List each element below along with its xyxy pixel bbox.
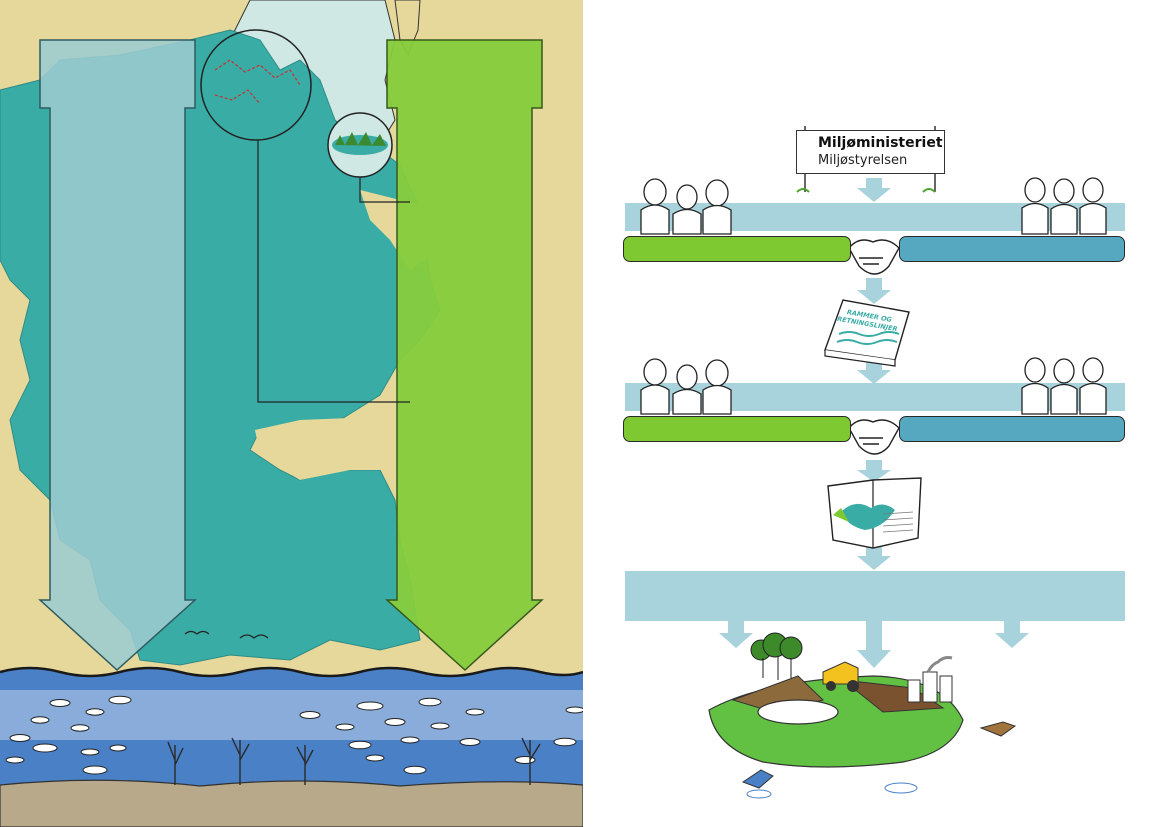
handshake-icon xyxy=(848,239,900,275)
governance-diagram: RAMMER OG RETNINGSLINJER xyxy=(583,0,1165,827)
agency-name: Miljøstyrelsen xyxy=(818,153,908,168)
sea-water xyxy=(0,668,583,790)
magnifier-stream xyxy=(200,29,312,141)
catchment-illustration xyxy=(0,0,583,827)
implementation-band xyxy=(625,571,1125,621)
sea-floor xyxy=(0,779,583,827)
left-flow-arrow xyxy=(38,39,197,672)
stakeholder-bar-blue-2 xyxy=(899,416,1125,442)
stakeholder-bar-green-2 xyxy=(623,416,851,442)
landscape-island-icon xyxy=(708,632,1017,799)
people-group-icon xyxy=(640,178,732,235)
open-plan-book-icon xyxy=(827,477,922,549)
fish-school xyxy=(5,695,583,775)
handshake-icon xyxy=(848,419,900,455)
guidelines-book-icon: RAMMER OG RETNINGSLINJER xyxy=(824,299,910,367)
staff-group-icon xyxy=(1021,357,1107,415)
people-group-icon xyxy=(640,358,732,415)
stakeholder-bar-blue-1 xyxy=(899,236,1125,262)
right-flow-arrow xyxy=(385,39,544,672)
stakeholder-bar-green-1 xyxy=(623,236,851,262)
ministry-sign: Miljøministeriet Miljøstyrelsen xyxy=(796,130,945,174)
ministry-name: Miljøministeriet xyxy=(818,135,943,151)
staff-group-icon xyxy=(1021,177,1107,235)
waterplants xyxy=(167,737,541,785)
sand-inlet xyxy=(255,418,395,480)
